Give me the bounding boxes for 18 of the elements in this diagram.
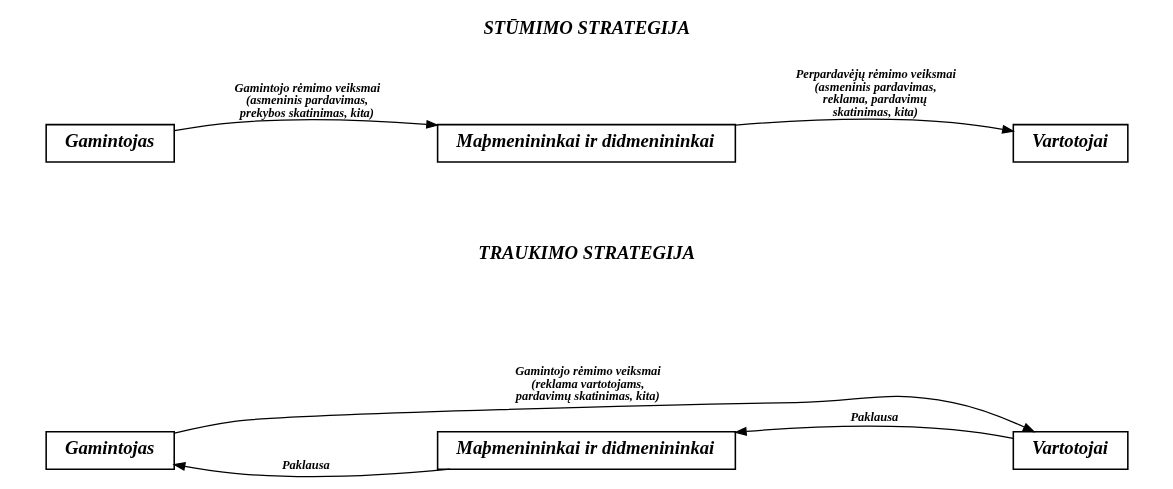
edge-label: Paklausa bbox=[281, 457, 330, 472]
edge-label: Gamintojo rėmimo veiksmai (reklama vartotojams, pardavimų skatinimas, kita) bbox=[514, 364, 661, 404]
edge-label: Perpardavėjų rėmimo veiksmai (asmeninis pardavimas, reklama, pardavimų skatinimas, kita) bbox=[795, 67, 956, 119]
edge-label: Gamintojo rėmimo veiksmai (asmeninis pardavimas, prekybos skatinimas, kita) bbox=[234, 80, 380, 120]
label: STŪMIMO STRATEGIJA bbox=[482, 17, 690, 39]
node-box: Maþmenininkai ir didmenininkai bbox=[436, 123, 736, 163]
arrow bbox=[171, 462, 451, 478]
node-box: Vartotojai bbox=[1012, 430, 1129, 470]
node-box: Gamintojas bbox=[44, 430, 175, 470]
edge-label: Paklausa bbox=[849, 409, 898, 424]
arrow bbox=[173, 118, 439, 132]
arrow bbox=[173, 395, 1036, 434]
arrow bbox=[734, 118, 1015, 134]
node-box: Vartotojai bbox=[1012, 123, 1129, 163]
node-box: Maþmenininkai ir didmenininkai bbox=[436, 430, 736, 470]
label: TRAUKIMO STRATEGIJA bbox=[477, 242, 695, 264]
node-box: Gamintojas bbox=[44, 123, 175, 163]
arrow bbox=[733, 425, 1014, 439]
